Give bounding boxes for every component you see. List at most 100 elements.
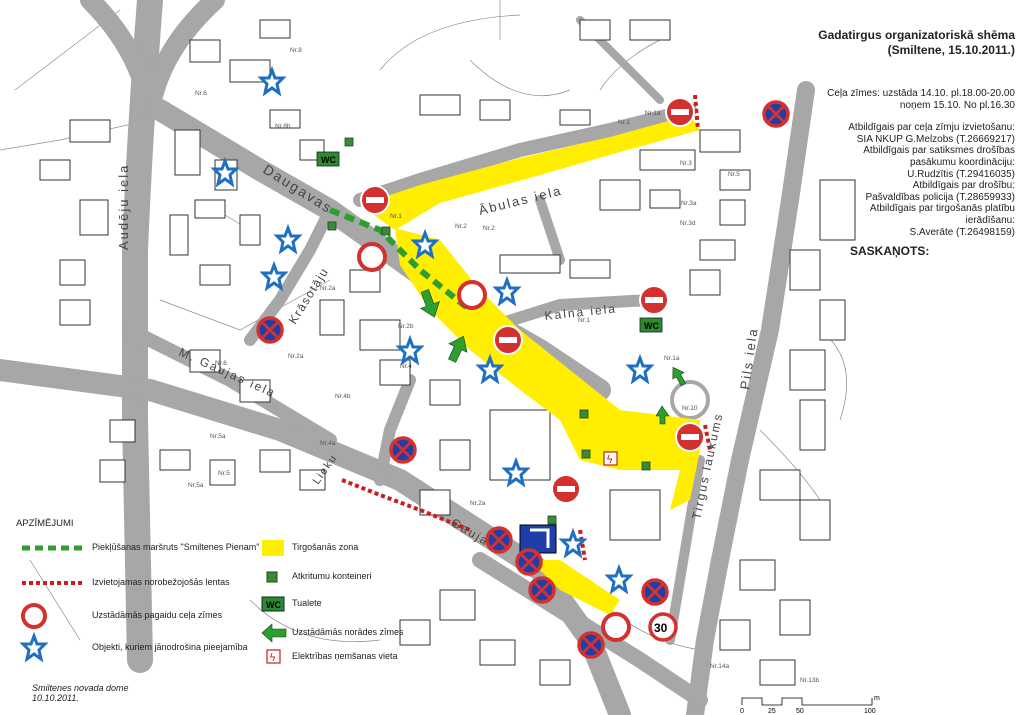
plot-number: Nr.4a [320,440,336,447]
no-parking-sign [577,631,605,659]
no-entry-sign [675,422,705,452]
legend-power-label: Elektrības ņemšanas vieta [292,651,398,661]
legend-access-route-label: Piekļūšanas maršruts "Smiltenes Pienam" [92,542,260,552]
info-panel: Ceļa zīmes: uzstāda 14.10. pl.18.00-20.0… [640,88,1015,238]
no-parking-sign [762,100,790,128]
plot-number: Nr.2a [288,353,304,360]
info-line: pasākumu koordināciju: [909,156,1015,168]
plot-number: Nr.2b [398,323,414,330]
closed-road-sign [601,612,631,642]
plot-number: Nr.4b [335,393,351,400]
legend-trade-zone-symbol [262,540,284,556]
map-title-line: (Smiltene, 15.10.2011.) [887,43,1015,57]
direction-arrow-icon [448,335,468,363]
plot-number: Nr.4 [400,363,412,370]
toilets: WC WC [316,151,663,333]
access-route [328,207,472,313]
plot-number: Nr.5a [210,433,226,440]
scale-unit: m [874,695,880,702]
info-line: U.Rudzītis (T.29416035) [907,168,1015,180]
map-title: Gadatirgus organizatoriskā shēma (Smilte… [760,28,1015,58]
direction-arrow-icon [419,289,440,318]
legend-fence-label: Izvietojamas norobežojošās lentas [92,577,230,587]
direction-arrow-icon [672,366,687,387]
street-label-audeju: Audēju iela [116,164,131,250]
plot-number: Nr.2a [320,285,336,292]
no-entry-sign [493,325,523,355]
road-m-gaujas [123,323,337,447]
no-entry-sign [639,285,669,315]
road-abulas [353,103,697,207]
scale-bar [741,697,873,706]
closed-road-sign [457,280,487,310]
scale-tick: 0 [740,708,744,715]
direction-arrow-icon [655,405,670,425]
plot-number: Nr.1a [664,355,680,362]
footer-date: 10.10.2011. [32,693,79,703]
toilet-label: WC [644,321,659,331]
legend-toilet-label: Tualete [292,598,322,608]
no-parking-sign [515,548,543,576]
info-line: SIA NKUP G.Melzobs (T.26669217) [856,133,1015,145]
no-entry-signs [360,97,705,504]
containers [327,137,651,525]
legend-power-glyph: ϟ [269,651,276,664]
plot-number: Nr.3d [680,220,696,227]
legend-trade-zone-label: Tirgošanās zona [292,542,359,552]
no-entry-sign [360,185,390,215]
plot-number: Nr.5 [218,470,230,477]
no-parking-sign [389,436,417,464]
star-icon [492,275,522,307]
scale-tick: 50 [796,708,804,715]
plot-number: Nr.13b [800,677,820,684]
plot-number: Nr.3a [681,200,697,207]
container-icon [327,221,337,231]
legend-toilet-symbol-label: WC [266,600,281,610]
no-parking-sign [528,576,556,604]
info-line: S.Averāte (T.26498159) [909,226,1015,238]
approved-label: SASKAŅOTS: [850,244,930,258]
container-icon [641,461,651,471]
info-line: noņem 15.10. No pl.16.30 [899,99,1015,111]
plot-number: Nr.1 [390,213,402,220]
star-icon [257,65,287,97]
scale-tick: 100 [864,708,876,715]
road-audeju [122,0,163,673]
fences [341,94,712,561]
no-parking-sign [485,526,513,554]
road-side-1 [535,195,565,265]
legend-power-symbol [266,649,281,664]
legend-road-sign-symbol [21,603,47,629]
footer-org: Smiltenes novada dome [32,683,129,693]
legend-direction-symbol [261,623,287,643]
container-icon [547,515,557,525]
toilet-icon [639,317,663,333]
plot-number: Nr.2a [470,500,486,507]
no-entry-sign [665,97,695,127]
plot-number: Nr.8b [275,123,291,130]
direction-arrows [419,289,687,425]
legend-direction-label: Uzstādāmās norādes zīmes [292,627,404,637]
plot-number: Nr.2 [455,223,467,230]
power-glyph: ϟ [606,453,613,466]
star-icon [558,527,588,559]
no-parking-sign [641,578,669,606]
road-lieku [374,374,416,486]
map-title-line: Gadatirgus organizatoriskā shēma [818,28,1015,42]
roundabout [670,380,710,420]
plot-number: Nr.14a [710,663,730,670]
info-line: Ceļa zīmes: uzstāda 14.10. pl.18.00-20.0… [827,88,1015,99]
legend-star-symbol [19,631,49,663]
plot-number: Nr.1 [618,119,630,126]
legend-toilet-symbol [261,596,285,612]
legend-road-sign-label: Uzstādāmās pagaidu ceļa zīmes [92,610,223,620]
parking-sign [519,524,557,554]
star-icon [501,456,531,488]
no-entry-sign [551,474,581,504]
star-icon [273,223,303,255]
info-line: Atbildīgais par drošību: [912,180,1015,192]
scale-labels: 0 25 50 100 m [740,695,880,715]
info-line: ierādīšanu: [965,214,1015,226]
toilet-icon [316,151,340,167]
